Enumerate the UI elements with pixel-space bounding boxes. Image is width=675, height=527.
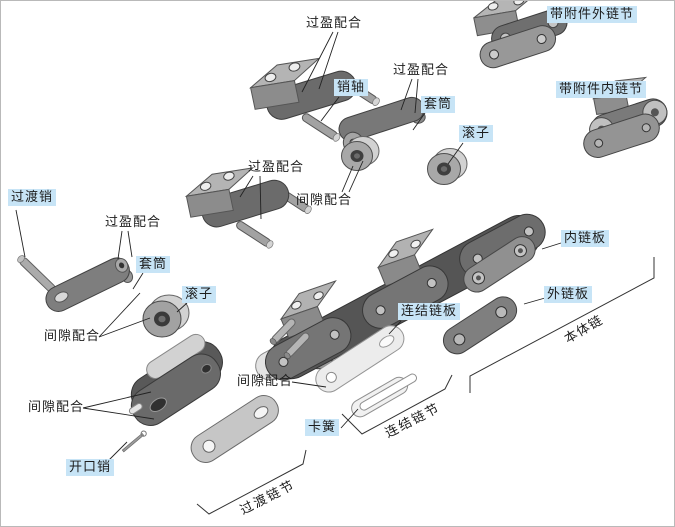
label-roller-2: 滚子 [182, 286, 217, 303]
label-interference-fit-1: 过盈配合 [306, 16, 363, 31]
part-offset-link [128, 333, 223, 426]
label-inner-link-with-attachment: 带附件内链节 [556, 81, 647, 98]
part-base-chain [255, 213, 546, 381]
part-pin-link-plate-2 [184, 167, 312, 249]
part-bushing-plate [45, 257, 134, 312]
part-cotter-pin [121, 430, 147, 453]
label-bushing-1: 套筒 [421, 96, 456, 113]
label-outer-link-plate: 外链板 [544, 286, 593, 303]
part-roller-1 [341, 136, 380, 171]
part-inner-link-plate [463, 236, 536, 293]
label-cotter-pin: 开口销 [66, 459, 115, 476]
label-interference-fit-2: 过盈配合 [393, 63, 450, 78]
bracket-transition-link [196, 449, 307, 515]
label-interference-fit-4: 过盈配合 [105, 215, 162, 230]
label-bushing-2: 套筒 [136, 256, 171, 273]
label-spring-clip: 卡簧 [305, 419, 340, 436]
bracket-connecting-link [341, 374, 453, 435]
label-clearance-fit-1: 间隙配合 [296, 193, 353, 208]
label-transition-pin: 过渡销 [8, 189, 57, 206]
label-inner-link-plate: 内链板 [561, 230, 610, 247]
group-brackets [196, 257, 655, 515]
bracket-base-chain [469, 257, 655, 393]
label-connecting-link-plate: 连结链板 [398, 303, 461, 320]
part-connecting-link-pins [269, 318, 310, 359]
part-outer-link-plate [442, 296, 518, 355]
part-transition-link-plate [190, 395, 279, 463]
part-spring-clip [351, 373, 418, 418]
label-clearance-fit-3: 间隙配合 [28, 400, 85, 415]
leader-lines [15, 31, 562, 461]
label-roller-1: 滚子 [459, 125, 494, 142]
label-clearance-fit-4: 间隙配合 [237, 374, 294, 389]
label-interference-fit-3: 过盈配合 [248, 160, 305, 175]
part-roller-2 [427, 148, 468, 185]
label-outer-link-with-attachment: 带附件外链节 [547, 6, 638, 23]
label-clearance-fit-2: 间隙配合 [44, 329, 101, 344]
part-roller-3 [142, 294, 190, 338]
label-pin-shaft: 销轴 [334, 79, 369, 96]
part-pin-link-plate-1 [248, 57, 380, 142]
